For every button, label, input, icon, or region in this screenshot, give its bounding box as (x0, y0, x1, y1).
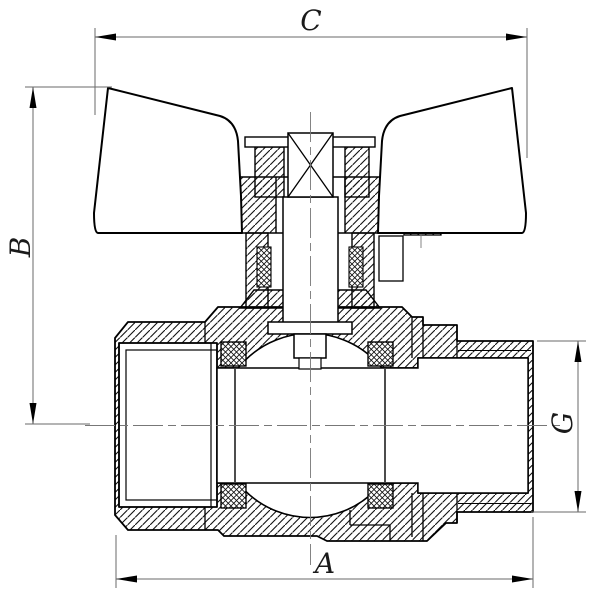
dimension-b-label: B (4, 237, 37, 259)
body-joint-lines (204, 317, 458, 541)
handle-wing-right (377, 87, 527, 234)
arrowhead (574, 491, 582, 512)
bonnet-slot (378, 235, 404, 282)
dimension-a: A (115, 517, 534, 588)
dimension-c-label: C (300, 4, 321, 37)
female-thread-inner (125, 349, 218, 501)
stem-drive-square (293, 333, 327, 359)
gland-nut-right (344, 146, 370, 198)
dimension-b: B (4, 86, 112, 425)
dimension-g-label: G (546, 412, 579, 434)
dimension-a-label: A (312, 547, 335, 580)
arrowhead (512, 575, 533, 583)
arrowhead (29, 87, 37, 108)
butterfly-handle (93, 87, 527, 234)
ball-slot-notch (298, 357, 322, 370)
handle-wing-left (93, 87, 243, 234)
centerlines (85, 112, 562, 565)
dimension-g: G (531, 340, 586, 513)
arrowhead (506, 33, 527, 41)
female-thread-outer (118, 342, 212, 508)
dimensions: C B A G (4, 4, 586, 588)
stem-foot (267, 321, 353, 335)
arrowhead (29, 403, 37, 424)
arrowhead (116, 575, 137, 583)
dimension-c: C (94, 4, 528, 158)
ball-seats (220, 341, 394, 509)
arrowhead (574, 341, 582, 362)
arrowhead (95, 33, 116, 41)
flow-bore (216, 357, 529, 494)
stem-packing-right-hatch (349, 247, 363, 287)
gland-nut-left (254, 146, 285, 198)
stem-packing-left-hatch (257, 247, 271, 287)
